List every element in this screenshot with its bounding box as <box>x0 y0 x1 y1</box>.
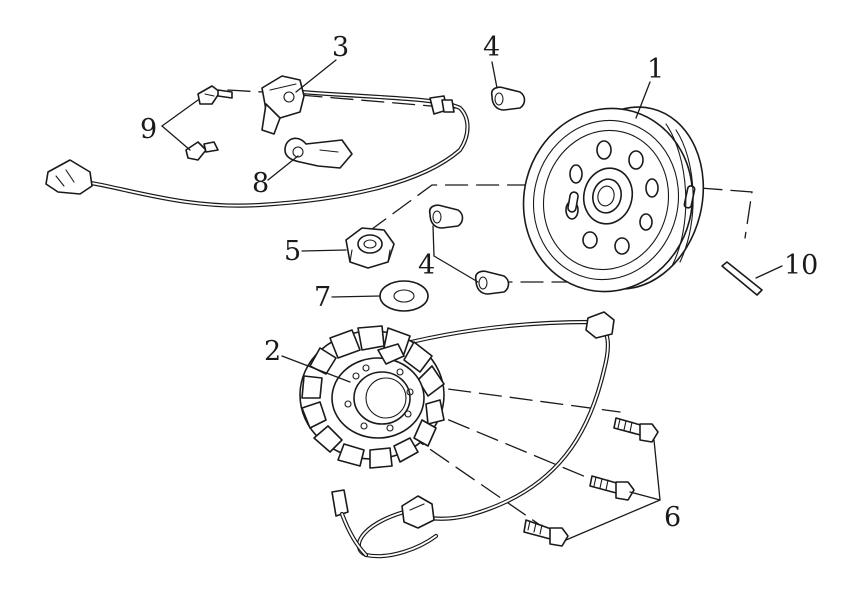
bolt-part-4-middle <box>428 204 464 229</box>
bolt-part-6-upper <box>613 417 659 443</box>
bolt-part-4-upper <box>490 86 526 111</box>
stator-wire-harness <box>331 311 615 559</box>
bolt-part-6-lower <box>523 519 569 547</box>
plate-part-8 <box>284 137 353 169</box>
pulser-wire-harness <box>45 89 470 208</box>
flywheel-rotor-part-1 <box>522 106 705 293</box>
callout-5: 5 <box>284 236 301 267</box>
callout-2: 2 <box>264 336 281 367</box>
callout-8: 8 <box>252 168 269 199</box>
leader-lines <box>161 59 783 541</box>
callout-7: 7 <box>314 282 331 313</box>
stator-part-2 <box>299 325 445 469</box>
callout-labels: 1 2 3 4 4 5 6 7 8 9 10 <box>140 32 818 533</box>
washer-part-7 <box>379 280 429 312</box>
callout-6: 6 <box>664 502 681 533</box>
callout-4-lower: 4 <box>418 250 435 281</box>
key-pin-part-10 <box>721 261 763 296</box>
callout-10: 10 <box>784 250 818 281</box>
callout-3: 3 <box>332 32 349 63</box>
bolt-part-4-lower <box>474 270 510 295</box>
bolt-part-6-middle <box>589 475 635 501</box>
pulser-coil-part-3 <box>261 75 305 135</box>
callout-1: 1 <box>647 54 664 85</box>
screw-part-9-lower <box>185 141 219 161</box>
callout-9: 9 <box>140 114 157 145</box>
screw-part-9-upper <box>197 85 233 105</box>
nut-part-5 <box>345 227 395 269</box>
callout-4-upper: 4 <box>483 32 500 63</box>
